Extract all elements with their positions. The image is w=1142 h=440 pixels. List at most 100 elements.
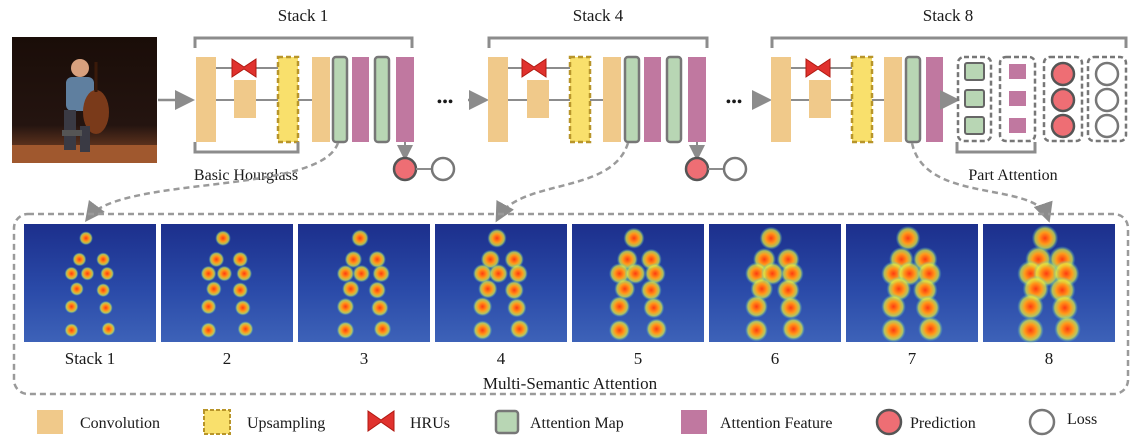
stack-1: Stack 1 Basic Hourglass — [193, 6, 456, 184]
stack-8-subbrace — [955, 142, 1037, 154]
heatmap-hotspot — [759, 226, 783, 250]
heatmap-hotspot — [80, 266, 95, 281]
heatmap-hotspot — [608, 296, 631, 318]
heatmap-hotspot — [918, 316, 943, 342]
attention-feature-block — [1009, 91, 1026, 106]
heatmap-hotspot — [64, 266, 79, 281]
heatmap-label: 4 — [497, 349, 506, 368]
heatmap-hotspot — [236, 265, 253, 282]
legend-label: Attention Feature — [720, 415, 832, 432]
attention-feature-block — [1009, 118, 1026, 133]
heatmap-thumbnail — [298, 224, 430, 342]
heatmap-hotspot — [232, 251, 249, 268]
attention-feature-block — [396, 57, 414, 142]
heatmap-hotspot — [782, 317, 805, 341]
conv-block — [884, 57, 902, 142]
conv-block — [809, 80, 831, 118]
heatmap-hotspot — [98, 300, 113, 315]
attention-feature-block — [644, 57, 661, 142]
heatmap-hotspot — [472, 320, 493, 340]
heatmap-hotspot — [373, 320, 392, 338]
heatmap-hotspot — [372, 264, 391, 283]
conv-block — [603, 57, 621, 142]
legend-prediction-icon — [875, 408, 903, 436]
heatmap-hotspot — [881, 294, 906, 319]
upsample-block — [568, 55, 592, 144]
heatmap-thumbnail — [983, 224, 1115, 344]
heatmap-hotspot — [1017, 293, 1044, 320]
heatmap-hotspot — [509, 319, 530, 339]
heatmap-hotspot — [336, 297, 355, 316]
part-prediction-group — [1042, 55, 1084, 143]
ellipsis-2: ••• — [726, 94, 743, 111]
heatmap-hotspot — [64, 299, 79, 314]
legend-label: Convolution — [80, 415, 160, 432]
heatmap-label: 7 — [908, 349, 917, 368]
stack-4-brace — [487, 36, 709, 48]
heatmap-hotspot — [96, 252, 111, 267]
heatmap-thumbnail — [435, 224, 567, 342]
heatmap-hotspot — [215, 230, 231, 247]
heatmap-hotspot — [96, 283, 111, 298]
legend-label: Prediction — [910, 415, 976, 432]
attention-map-block — [665, 55, 683, 144]
heatmap-hotspot — [624, 263, 647, 285]
hru-bowtie-icon — [231, 58, 257, 78]
heatmap-hotspot — [623, 227, 645, 249]
heatmap-hotspot — [208, 251, 225, 268]
attention-map-block — [964, 62, 985, 81]
legend-hru-icon — [367, 410, 395, 432]
heatmap-hotspot — [234, 299, 251, 316]
legend-upsample-icon — [203, 409, 231, 435]
heatmap-hotspot — [232, 282, 249, 298]
heatmap-hotspot — [895, 225, 921, 251]
heatmap-hotspot — [640, 279, 662, 301]
conv-block — [234, 80, 256, 118]
heatmap-thumbnail — [24, 224, 156, 342]
stack-4: Stack 4 — [487, 6, 748, 182]
heatmap-hotspot — [200, 265, 217, 282]
heatmap-hotspot — [72, 252, 87, 267]
heatmap-hotspot — [745, 295, 768, 319]
heatmap-hotspot — [881, 317, 906, 343]
heatmap-hotspot — [487, 228, 507, 248]
heatmap-hotspot — [644, 263, 666, 285]
stack-8: Stack 8 Part Attention — [770, 6, 1128, 184]
connector-stack8 — [910, 142, 1053, 223]
heatmap-thumbnail — [709, 224, 841, 342]
heatmap-hotspot — [336, 264, 355, 283]
heatmap-hotspot — [371, 299, 389, 317]
prediction-circle — [392, 156, 418, 182]
heatmap-hotspot — [472, 296, 493, 317]
prediction-circle — [1050, 113, 1076, 139]
legend-label: HRUs — [410, 415, 450, 432]
stack-8-brace — [770, 36, 1128, 48]
stack-8-sublabel: Part Attention — [968, 167, 1057, 184]
heatmap-hotspot — [614, 278, 636, 300]
heatmap-hotspot — [200, 298, 217, 315]
heatmap-hotspot — [504, 280, 524, 300]
heatmap-label: 2 — [223, 349, 232, 368]
heatmap-label: 8 — [1045, 349, 1054, 368]
heatmap-thumbnail — [161, 224, 293, 342]
attention-panel-caption: Multi-Semantic Attention — [483, 374, 658, 393]
attention-feature-block — [352, 57, 369, 142]
legend-label: Loss — [1067, 411, 1097, 428]
prediction-circle — [1050, 87, 1076, 113]
legend-attention-map-icon — [494, 409, 520, 435]
loss-circle — [1094, 113, 1120, 139]
heatmap-hotspot — [200, 322, 217, 339]
upsample-block — [850, 55, 874, 144]
heatmap-hotspot — [79, 231, 93, 246]
heatmap-hotspot — [368, 250, 387, 269]
legend-conv-icon — [37, 410, 63, 434]
heatmap-hotspot — [351, 229, 369, 247]
ellipsis-1: ••• — [437, 94, 454, 111]
attention-map-block — [331, 55, 349, 144]
part-attention-feature-group — [998, 55, 1037, 143]
stack-1-title: Stack 1 — [278, 6, 329, 25]
stack-1-sublabel: Basic Hourglass — [194, 167, 298, 184]
loss-circle — [722, 156, 748, 182]
stack-1-brace — [193, 36, 414, 48]
